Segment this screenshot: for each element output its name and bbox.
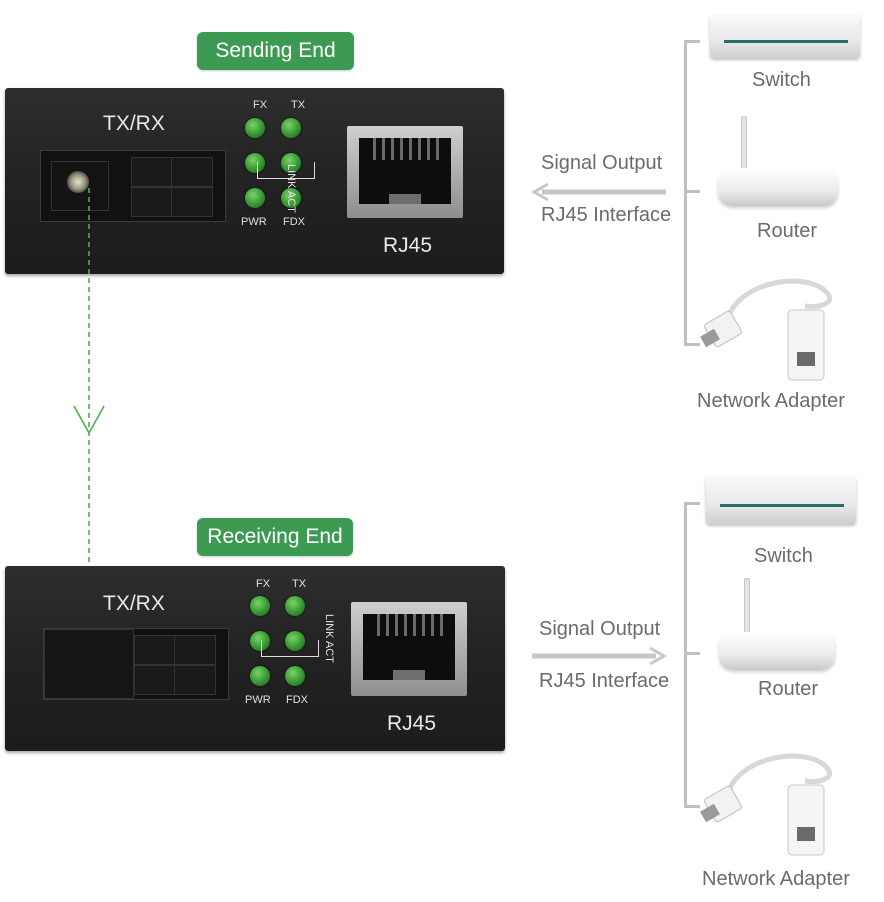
led-pwr	[245, 188, 265, 208]
rj45-port	[347, 126, 463, 218]
network-adapter-label: Network Adapter	[697, 390, 845, 412]
rj45-label: RJ45	[383, 234, 433, 257]
network-adapter-label: Network Adapter	[702, 868, 850, 890]
rj45-interface-label: RJ45 Interface	[539, 670, 670, 692]
router-icon	[719, 632, 835, 670]
switch-icon	[706, 476, 856, 524]
led-label-fdx: FDX	[286, 694, 308, 706]
network-adapter-icon	[700, 278, 833, 381]
switch-label: Switch	[752, 69, 811, 91]
led-fdx	[285, 666, 305, 686]
led-link	[250, 631, 270, 651]
led-act	[281, 153, 301, 173]
receiving-media-converter: TX/RX FX TX LINK ACT PWR FDX RJ45	[5, 566, 505, 751]
network-adapter-icon	[700, 753, 833, 856]
fiber-ferrule	[67, 171, 89, 193]
sc-fiber-port	[43, 628, 229, 700]
led-label-fdx: FDX	[283, 216, 305, 228]
led-fx	[250, 596, 270, 616]
led-label-link-act: LINK ACT	[323, 614, 335, 663]
led-tx	[285, 596, 305, 616]
led-label-link-act: LINK ACT	[285, 164, 297, 213]
txrx-label: TX/RX	[103, 592, 165, 615]
link-act-bracket	[261, 640, 319, 657]
sending-media-converter: TX/RX FX TX LINK ACT PWR FDX RJ45	[5, 88, 504, 274]
txrx-label: TX/RX	[103, 112, 165, 135]
router-label: Router	[758, 678, 819, 700]
switch-icon	[710, 14, 860, 58]
led-label-pwr: PWR	[241, 216, 267, 228]
led-label-fx: FX	[253, 99, 268, 111]
rj45-label: RJ45	[387, 712, 437, 735]
led-tx	[281, 118, 301, 138]
receiving-end-badge: Receiving End	[197, 518, 353, 556]
led-fx	[245, 118, 265, 138]
led-label-tx: TX	[291, 99, 306, 111]
router-icon	[718, 168, 838, 206]
signal-arrow-right	[532, 646, 668, 666]
rj45-interface-label: RJ45 Interface	[541, 204, 672, 226]
rj45-port	[351, 602, 467, 696]
led-label-fx: FX	[256, 578, 271, 590]
led-link	[245, 153, 265, 173]
signal-output-label: Signal Output	[541, 152, 663, 174]
sc-fiber-port	[40, 150, 226, 222]
sending-end-badge: Sending End	[197, 32, 354, 70]
led-label-tx: TX	[292, 578, 307, 590]
signal-arrow-left	[530, 182, 666, 202]
led-act	[285, 631, 305, 651]
led-label-pwr: PWR	[245, 694, 271, 706]
led-pwr	[250, 666, 270, 686]
led-fdx	[281, 188, 301, 208]
signal-output-label: Signal Output	[539, 618, 661, 640]
switch-label: Switch	[754, 545, 813, 567]
router-label: Router	[757, 220, 818, 242]
link-act-bracket	[257, 162, 315, 179]
